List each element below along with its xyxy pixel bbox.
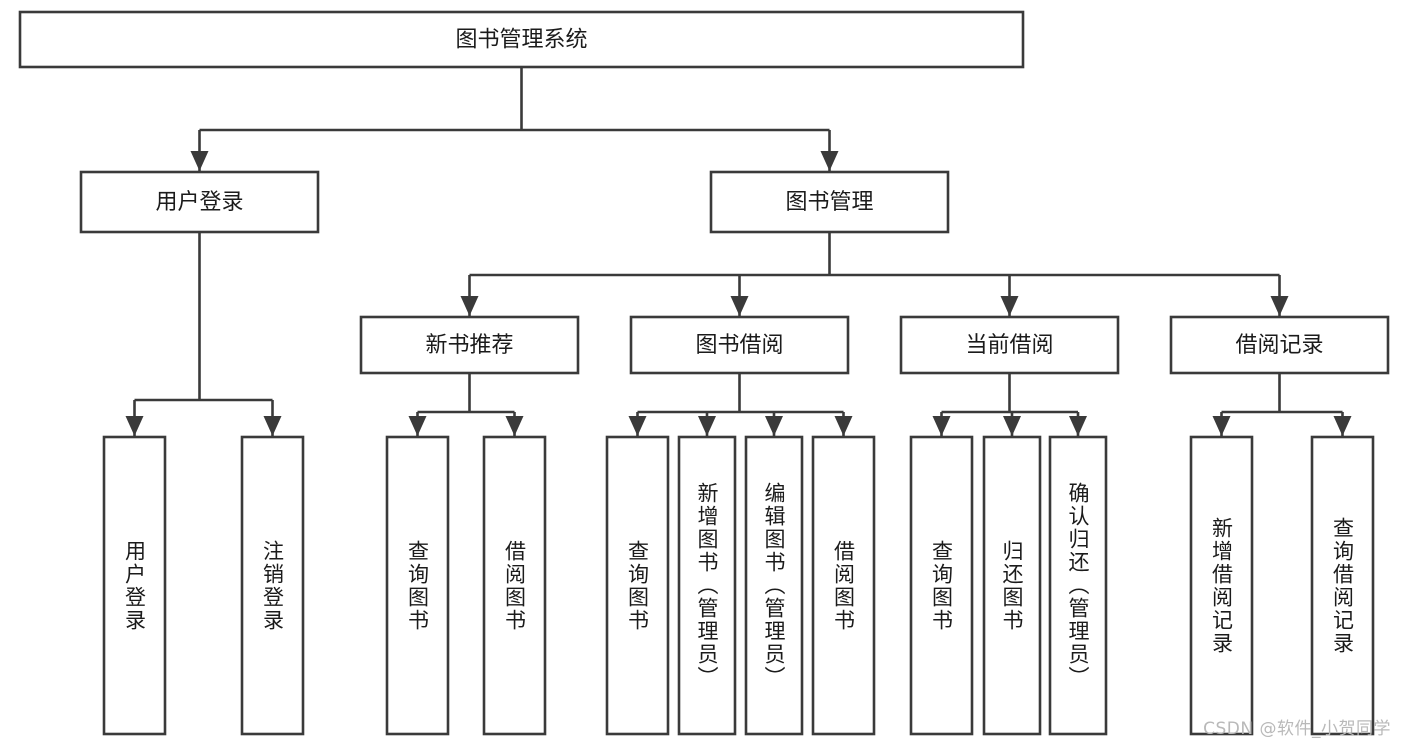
root-node-box[interactable] (18, 10, 1025, 69)
leaf-node-box-2[interactable] (385, 435, 450, 736)
level3-node-box-1[interactable] (629, 315, 850, 375)
arrow-head-icon-leaf-2-0 (628, 416, 647, 436)
level2-node-label-0: 用户登录 (155, 190, 243, 215)
leaf-node-box-7[interactable] (811, 435, 876, 736)
leaf-node-box-11[interactable] (1189, 435, 1254, 736)
leaf-node-box-12[interactable] (1310, 435, 1375, 736)
level3-node-label-2: 当前借阅 (965, 333, 1053, 358)
arrow-head-icon-root-1 (820, 151, 839, 171)
arrow-head-icon-books-3 (1270, 296, 1289, 316)
arrow-head-icon-books-1 (730, 296, 749, 316)
arrow-head-icon-leaf-3-0 (932, 416, 951, 436)
arrow-head-icon-leaf-4-1 (1333, 416, 1352, 436)
leaf-node-box-5[interactable] (677, 435, 737, 736)
arrow-head-icon-root-0 (190, 151, 209, 171)
arrow-head-icon-leaf-2-3 (834, 416, 853, 436)
arrow-head-icon-leaf-0-0 (125, 416, 144, 436)
level3-node-box-3[interactable] (1169, 315, 1390, 375)
box-layer (18, 10, 1390, 736)
leaf-node-box-9[interactable] (982, 435, 1042, 736)
leaf-node-box-8[interactable] (909, 435, 974, 736)
level3-node-box-0[interactable] (359, 315, 580, 375)
leaf-node-box-0[interactable] (102, 435, 167, 736)
arrow-head-icon-leaf-1-1 (505, 416, 524, 436)
csdn-watermark: CSDN @软件_小贺同学 (1203, 719, 1391, 739)
arrow-head-icon-leaf-4-0 (1212, 416, 1231, 436)
level2-node-label-1: 图书管理 (785, 190, 873, 215)
arrow-head-icon-leaf-3-2 (1069, 416, 1087, 436)
root-node-label: 图书管理系统 (455, 28, 587, 53)
leaf-node-box-1[interactable] (240, 435, 305, 736)
arrow-head-icon-leaf-1-0 (408, 416, 427, 436)
arrow-head-icon-books-0 (460, 296, 479, 316)
arrow-head-icon-leaf-0-1 (263, 416, 282, 436)
leaf-node-box-4[interactable] (605, 435, 670, 736)
arrow-head-icon-leaf-3-1 (1003, 416, 1021, 436)
arrow-head-icon-leaf-2-2 (765, 416, 783, 436)
level3-node-box-2[interactable] (899, 315, 1120, 375)
arrow-head-icon-books-2 (1000, 296, 1019, 316)
level3-node-label-1: 图书借阅 (695, 333, 783, 358)
connector-layer (125, 67, 1352, 436)
level3-node-label-0: 新书推荐 (425, 333, 513, 358)
leaf-node-box-6[interactable] (744, 435, 804, 736)
leaf-node-box-10[interactable] (1048, 435, 1108, 736)
leaf-node-box-3[interactable] (482, 435, 547, 736)
level2-node-box-0[interactable] (79, 170, 320, 234)
level3-node-label-3: 借阅记录 (1235, 333, 1323, 358)
level2-node-box-1[interactable] (709, 170, 950, 234)
arrow-head-icon-leaf-2-1 (698, 416, 716, 436)
